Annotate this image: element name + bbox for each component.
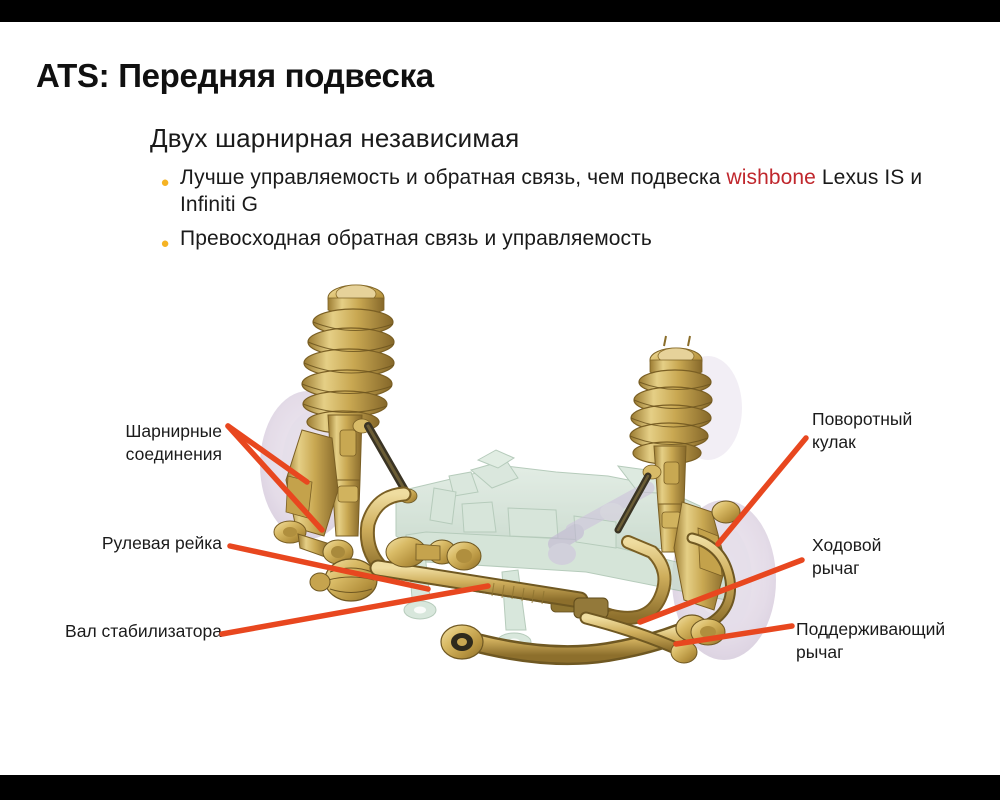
bullet-1-text-before: Лучше управляемость и обратная связь, че… [180, 165, 727, 189]
slide-title: ATS: Передняя подвеска [36, 57, 434, 94]
bullet-item-2-label: Превосходная обратная связь и управляемо… [180, 227, 652, 251]
callout-label-steering-rack: Рулевая рейка [101, 533, 222, 553]
bullet-dot-icon: ● [160, 173, 170, 191]
callout-label-control-arm: Ходовой рычаг [812, 535, 882, 578]
callout-label-support-arm: Поддерживающий рычаг [796, 619, 946, 662]
bullet-item-1-label: Лучше управляемость и обратная связь, че… [180, 164, 930, 219]
callout-label-stabilizer-shaft: Вал стабилизатора [65, 621, 222, 641]
slide-body: Двух шарнирная независимая ● Лучше управ… [150, 122, 930, 259]
letterbox-bottom-bar [0, 775, 1000, 800]
callout-label-ball-joints: Шарнирные соединения [125, 421, 222, 464]
slide-subtitle: Двух шарнирная независимая [150, 123, 520, 153]
suspension-3d-svg [256, 280, 786, 688]
bullet-item-1: ● Лучше управляемость и обратная связь, … [150, 164, 930, 219]
bullet-item-2: ● Превосходная обратная связь и управляе… [150, 225, 930, 252]
presentation-slide: ATS: Передняя подвеска Двух шарнирная не… [0, 22, 1000, 775]
bullet-1-highlight: wishbone [726, 165, 816, 189]
letterbox-top-bar [0, 0, 1000, 22]
callout-label-steering-knuckle: Поворотный кулак [812, 409, 913, 452]
bullet-1-text-after: Lexus IS и Infiniti G [180, 165, 923, 216]
suspension-diagram-image [256, 280, 786, 688]
bullet-dot-icon: ● [160, 235, 170, 253]
